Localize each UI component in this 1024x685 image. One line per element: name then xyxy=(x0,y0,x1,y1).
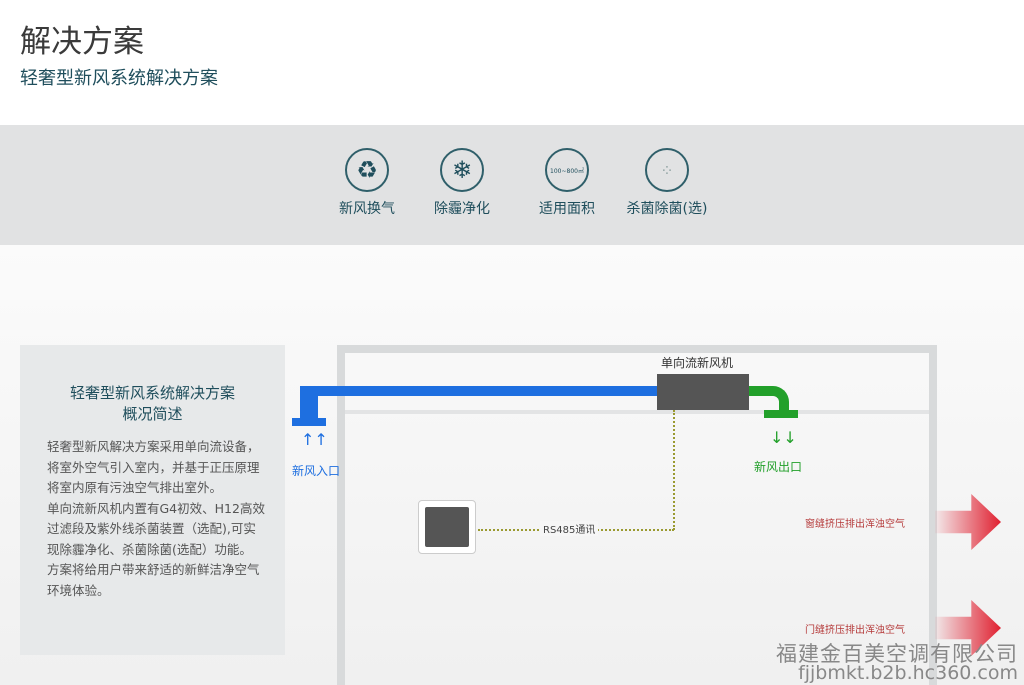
ventilation-unit xyxy=(657,374,749,410)
outlet-arrows-icon: ↓↓ xyxy=(770,428,797,447)
comm-line xyxy=(673,410,675,530)
overview-panel: 轻奢型新风系统解决方案概况简述 轻奢型新风解决方案采用单向流设备，将室外空气引入… xyxy=(20,345,285,655)
watermark-url: fjjbmkt.b2b.hc360.com xyxy=(798,662,1018,684)
watermark-company: 福建金百美空调有限公司 xyxy=(776,642,1018,666)
feature-label: 杀菌除菌(选) xyxy=(626,201,708,217)
feature-label: 适用面积 xyxy=(539,201,595,217)
outlet-grille xyxy=(764,410,798,418)
inlet-label: 新风入口 xyxy=(292,464,341,478)
feature-purify: ❄ 除霾净化 xyxy=(412,148,512,218)
features-band: ♻ 新风换气 ❄ 除霾净化 100~800㎡ 适用面积 ⁘ 杀菌除菌(选) xyxy=(0,125,1024,245)
inlet-grille xyxy=(292,418,326,426)
feature-label: 新风换气 xyxy=(339,201,395,217)
outlet-duct xyxy=(749,386,789,412)
house-wall xyxy=(929,345,937,685)
outlet-label: 新风出口 xyxy=(754,460,803,474)
panel-body: 轻奢型新风解决方案采用单向流设备，将室外空气引入室内，并基于正压原理将室内原有污… xyxy=(47,439,265,598)
unit-label: 单向流新风机 xyxy=(661,356,734,370)
page-title: 解决方案 xyxy=(20,24,144,60)
feature-area: 100~800㎡ 适用面积 xyxy=(517,148,617,218)
inlet-duct xyxy=(300,386,660,396)
snowflake-icon: ❄ xyxy=(440,148,484,192)
bacteria-icon: ⁘ xyxy=(645,148,689,192)
page-subtitle: 轻奢型新风系统解决方案 xyxy=(20,68,218,89)
recycle-icon: ♻ xyxy=(345,148,389,192)
panel-title: 轻奢型新风系统解决方案概况简述 xyxy=(69,384,235,423)
inlet-duct-vertical xyxy=(300,386,318,426)
feature-sterilize: ⁘ 杀菌除菌(选) xyxy=(617,148,717,218)
controller-panel xyxy=(418,500,476,554)
house-wall xyxy=(337,345,937,353)
comm-label: RS485通讯 xyxy=(540,521,599,536)
ceiling-line xyxy=(345,410,929,414)
feature-label: 除霾净化 xyxy=(434,201,490,217)
exhaust-door-label: 门缝挤压排出浑浊空气 xyxy=(805,625,905,636)
house-wall xyxy=(337,345,345,685)
inlet-arrows-icon: ↑↑ xyxy=(301,430,328,449)
area-icon: 100~800㎡ xyxy=(545,148,589,192)
exhaust-window-label: 窗缝挤压排出浑浊空气 xyxy=(805,519,905,530)
feature-fresh-air: ♻ 新风换气 xyxy=(317,148,417,218)
